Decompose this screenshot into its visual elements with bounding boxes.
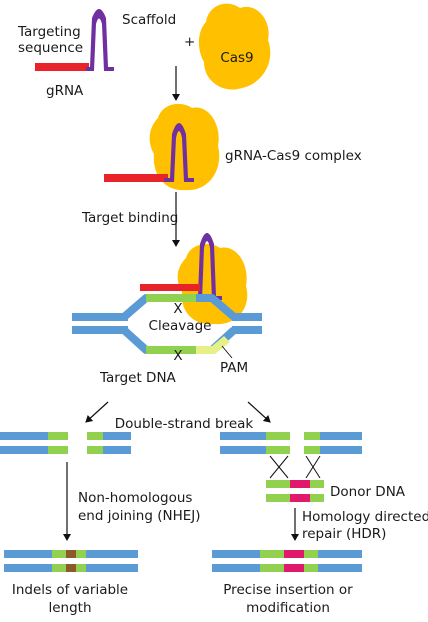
target-dna-label: Target DNA <box>99 370 177 386</box>
hdr-left-bottom-green <box>266 446 290 454</box>
grna-cas9-complex <box>104 103 220 191</box>
nhej-left-bottom-green <box>48 446 68 454</box>
targeting-label-line2: sequence <box>18 40 83 56</box>
dna-right-top <box>232 313 262 321</box>
nhej-outcome-dna <box>4 550 138 572</box>
dsb-label: Double-strand break <box>115 416 254 432</box>
grna-scaffold <box>86 9 114 71</box>
hdr-label-line1: Homology directed <box>302 509 428 525</box>
hdr-right-bottom-green <box>304 446 320 454</box>
target-site-top <box>146 294 196 302</box>
nhej-label-line2: end joining (NHEJ) <box>78 508 201 524</box>
cleavage-mark-bottom: X <box>173 348 182 364</box>
hdr-label-line2: repair (HDR) <box>302 526 386 542</box>
indels-label-line1: Indels of variable <box>12 582 128 598</box>
cas9-label: Cas9 <box>220 50 253 66</box>
nhej-right-top <box>103 432 131 440</box>
nhej-right-top-green <box>87 432 103 440</box>
grna-targeting-sequence <box>35 63 89 71</box>
nhej-left-top-green <box>48 432 68 440</box>
hdr-left-top <box>220 432 266 440</box>
precise-label-line2: modification <box>246 600 330 616</box>
dna-right-bottom <box>232 326 262 334</box>
complex-label: gRNA-Cas9 complex <box>225 148 362 164</box>
target-site-bottom <box>146 346 196 354</box>
nhej-right-bottom <box>103 446 131 454</box>
cleavage-mark-top: X <box>173 301 182 317</box>
hdr-broken-dna <box>220 432 362 454</box>
nhej-label-line1: Non-homologous <box>78 490 192 506</box>
hdr-left-top-green <box>266 432 290 440</box>
target-binding-label: Target binding <box>81 210 178 226</box>
targeting-label-line1: Targeting <box>17 24 81 40</box>
grna-label: gRNA <box>46 83 84 99</box>
pam-site <box>196 336 230 354</box>
precise-label-line1: Precise insertion or <box>223 582 353 598</box>
nhej-broken-dna <box>0 432 131 454</box>
pam-pointer <box>221 345 233 359</box>
dna-left-top <box>72 313 128 321</box>
nhej-left-top <box>0 432 48 440</box>
homology-crossover <box>269 455 321 479</box>
hdr-left-bottom <box>220 446 266 454</box>
donor-dna-label: Donor DNA <box>330 484 406 500</box>
hdr-outcome-dna <box>212 550 362 572</box>
arrow-to-nhej <box>85 401 109 423</box>
bound-targeting-sequence <box>140 284 200 291</box>
target-dna <box>72 294 262 354</box>
pam-label: PAM <box>220 360 248 376</box>
nhej-right-bottom-green <box>87 446 103 454</box>
cleavage-label: Cleavage <box>149 318 212 334</box>
arrow-to-hdr <box>247 401 271 423</box>
grna-molecule <box>35 9 114 71</box>
hdr-right-top-green <box>304 432 320 440</box>
indels-label-line2: length <box>48 600 91 616</box>
complex-scaffold <box>164 123 194 182</box>
nhej-left-bottom <box>0 446 48 454</box>
complex-targeting-sequence <box>104 174 168 182</box>
hdr-right-top <box>320 432 362 440</box>
cas9-protein <box>198 3 271 90</box>
plus-sign: + <box>184 34 195 50</box>
dna-left-bottom <box>72 326 128 334</box>
bound-scaffold <box>192 233 222 300</box>
donor-dna <box>266 480 324 502</box>
hdr-right-bottom <box>320 446 362 454</box>
scaffold-label: Scaffold <box>122 12 176 28</box>
